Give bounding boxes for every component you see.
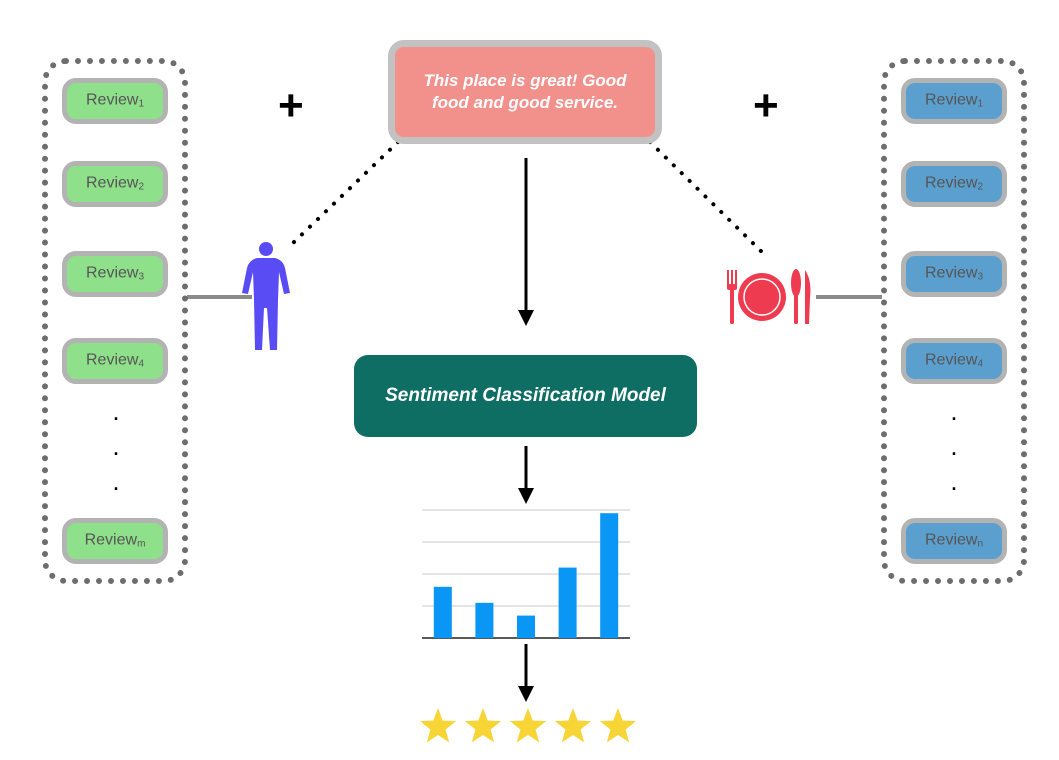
star-icon xyxy=(464,708,502,743)
restaurant-review-pill: Review1 xyxy=(901,78,1007,124)
restaurant-connector-dotted xyxy=(648,140,770,260)
user-review-label: Review3 xyxy=(85,264,145,283)
user-review-pill: Review1 xyxy=(62,78,168,124)
user-ellipsis-dot-2: . xyxy=(112,431,120,461)
restaurant-ellipsis-dot-1: . xyxy=(950,396,958,426)
rating-distribution-chart xyxy=(422,509,630,639)
user-review-pill: Review4 xyxy=(62,338,168,384)
sentiment-model-box: Sentiment Classification Model xyxy=(354,355,697,437)
restaurant-reviews-panel xyxy=(881,58,1027,584)
arrow-review-to-model xyxy=(518,158,534,326)
restaurant-ellipsis-dot-3: . xyxy=(950,466,958,496)
restaurant-ellipsis-dot-2: . xyxy=(950,431,958,461)
chart-bar-4 xyxy=(558,567,577,638)
restaurant-review-label: Review2 xyxy=(924,174,984,193)
user-review-pill: Reviewm xyxy=(62,518,168,564)
user-review-label: Review4 xyxy=(85,351,145,370)
user-ellipsis-dot-1: . xyxy=(112,396,120,426)
user-ellipsis-dot-3: . xyxy=(112,466,120,496)
restaurant-review-label: Reviewn xyxy=(924,531,984,550)
star-rating xyxy=(420,708,636,743)
restaurant-review-pill: Reviewn xyxy=(901,518,1007,564)
user-review-pill: Review2 xyxy=(62,161,168,207)
user-review-label: Review2 xyxy=(85,174,145,193)
star-icon xyxy=(599,708,636,743)
star-icon xyxy=(509,708,547,743)
user-connector-dotted xyxy=(290,140,400,246)
user-reviews-panel xyxy=(42,58,188,584)
user-review-label: Review1 xyxy=(85,91,145,110)
chart-bar-1 xyxy=(433,586,452,638)
restaurant-review-pill: Review4 xyxy=(901,338,1007,384)
plus-sign-left: + xyxy=(278,81,304,130)
plate-fork-knife-icon xyxy=(727,269,811,324)
user-review-pill: Review3 xyxy=(62,251,168,297)
star-icon xyxy=(420,708,457,743)
chart-bar-2 xyxy=(475,602,494,638)
plus-sign-right: + xyxy=(753,81,779,130)
restaurant-review-pill: Review2 xyxy=(901,161,1007,207)
person-silhouette-icon xyxy=(242,242,290,350)
model-label: Sentiment Classification Model xyxy=(385,385,666,406)
chart-bar-3 xyxy=(517,615,535,638)
review-text: This place is great! Good food and good … xyxy=(423,71,627,112)
restaurant-review-pill: Review3 xyxy=(901,251,1007,297)
chart-bar-5 xyxy=(600,513,619,638)
user-review-label: Reviewm xyxy=(84,531,146,550)
restaurant-review-label: Review3 xyxy=(924,264,984,283)
restaurant-review-label: Review4 xyxy=(924,351,984,370)
arrow-chart-to-stars xyxy=(518,644,534,702)
arrow-model-to-chart xyxy=(518,446,534,504)
review-text-box: This place is great! Good food and good … xyxy=(388,40,662,144)
restaurant-review-label: Review1 xyxy=(924,91,984,110)
star-icon xyxy=(554,708,592,743)
